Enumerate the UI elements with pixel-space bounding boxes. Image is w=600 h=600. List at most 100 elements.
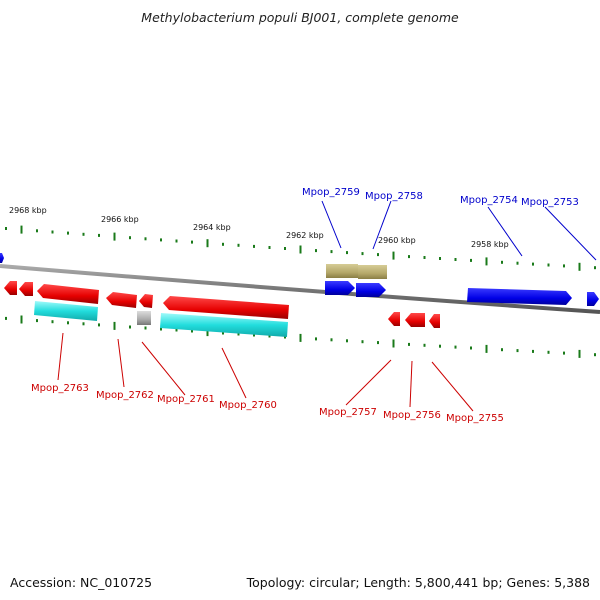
minor-tick <box>144 326 147 330</box>
minor-tick <box>253 244 255 248</box>
minor-tick <box>330 250 333 254</box>
minor-tick <box>377 341 379 345</box>
major-tick <box>299 245 302 254</box>
forward-leader-lines <box>321 200 597 261</box>
scale-label: 2958 kbp <box>471 240 509 249</box>
gene-arrow-forward[interactable] <box>467 288 572 305</box>
gene-label[interactable]: Mpop_2759 <box>302 187 360 198</box>
gene-arrow-reverse[interactable] <box>163 296 289 319</box>
minor-tick <box>346 339 348 343</box>
accession-text: Accession: NC_010725 <box>10 575 153 590</box>
minor-tick <box>439 344 441 348</box>
gene-label[interactable]: Mpop_2755 <box>446 413 504 424</box>
minor-tick <box>237 332 240 336</box>
minor-tick <box>563 351 565 355</box>
minor-tick <box>175 328 178 332</box>
minor-tick <box>315 249 317 253</box>
rna-feature[interactable] <box>326 264 358 278</box>
topology-text: Topology: circular; Length: 5,800,441 bp… <box>246 575 590 590</box>
minor-tick <box>563 264 565 268</box>
major-tick <box>299 333 302 342</box>
major-tick <box>20 315 23 324</box>
major-tick <box>392 251 395 260</box>
minor-tick <box>98 233 100 237</box>
minor-tick <box>501 348 503 352</box>
minor-tick <box>144 237 147 241</box>
gene-label[interactable]: Mpop_2758 <box>365 191 423 202</box>
minor-tick <box>284 247 286 250</box>
reverse-leader-lines <box>57 332 474 412</box>
minor-tick <box>51 230 54 234</box>
major-tick <box>578 349 581 358</box>
gene-arrow-forward[interactable] <box>356 283 386 297</box>
minor-tick <box>547 263 550 267</box>
cds-feature[interactable] <box>160 313 288 337</box>
forward-gene-labels: Mpop_2759 Mpop_2758 Mpop_2754 Mpop_2753 <box>302 187 579 208</box>
rna-feature[interactable] <box>358 265 387 279</box>
minor-tick <box>5 316 7 320</box>
minor-tick <box>191 329 193 333</box>
gene-arrow-reverse[interactable] <box>139 294 153 308</box>
minor-tick <box>315 337 317 341</box>
minor-tick <box>129 236 131 240</box>
gene-arrow-reverse[interactable] <box>4 281 17 295</box>
major-tick <box>392 339 395 348</box>
minor-tick <box>454 258 457 261</box>
minor-tick <box>516 349 519 353</box>
forward-strand-genes <box>0 253 599 306</box>
minor-tick <box>346 251 348 255</box>
minor-tick <box>129 325 131 329</box>
major-tick <box>485 344 488 353</box>
gene-arrow-reverse[interactable] <box>106 292 137 308</box>
scale-label: 2966 kbp <box>101 215 139 224</box>
minor-tick <box>594 353 596 357</box>
minor-tick <box>5 227 7 230</box>
cds-feature[interactable] <box>34 301 98 321</box>
minor-tick <box>439 257 441 260</box>
gene-arrow-reverse[interactable] <box>388 312 400 326</box>
scale-labels: 2968 kbp 2966 kbp 2964 kbp 2962 kbp 2960… <box>9 206 509 249</box>
gene-arrow-forward[interactable] <box>587 292 599 306</box>
minor-tick <box>36 319 38 323</box>
scale-label: 2968 kbp <box>9 206 47 215</box>
minor-tick <box>454 345 457 349</box>
pseudogene-feature[interactable] <box>137 311 151 325</box>
major-tick <box>578 262 581 271</box>
major-tick <box>206 239 209 248</box>
gene-label[interactable]: Mpop_2753 <box>521 197 579 208</box>
gene-label[interactable]: Mpop_2757 <box>319 407 377 418</box>
minor-tick <box>532 262 534 266</box>
minor-tick <box>82 322 85 326</box>
gene-arrow-forward[interactable] <box>0 253 4 263</box>
major-tick <box>206 328 209 337</box>
gene-label[interactable]: Mpop_2763 <box>31 383 89 394</box>
minor-tick <box>532 349 534 353</box>
minor-tick <box>175 239 178 243</box>
gene-label[interactable]: Mpop_2761 <box>157 394 215 405</box>
gene-label[interactable]: Mpop_2762 <box>96 390 154 401</box>
gene-label[interactable]: Mpop_2756 <box>383 410 441 421</box>
minor-tick <box>470 258 472 262</box>
minor-tick <box>284 335 286 339</box>
gene-arrow-reverse[interactable] <box>37 284 99 304</box>
gene-arrow-reverse[interactable] <box>405 313 425 327</box>
minor-tick <box>51 320 54 324</box>
gene-label[interactable]: Mpop_2760 <box>219 400 277 411</box>
gene-arrow-reverse[interactable] <box>19 282 33 296</box>
minor-tick <box>594 266 596 270</box>
map-title: Methylobacterium populi BJ001, complete … <box>141 10 459 25</box>
minor-tick <box>408 255 410 259</box>
reverse-gene-labels: Mpop_2763 Mpop_2762 Mpop_2761 Mpop_2760 … <box>31 383 504 424</box>
minor-tick <box>98 323 100 327</box>
minor-tick <box>82 232 85 236</box>
gene-arrow-forward[interactable] <box>325 281 355 295</box>
gene-arrow-reverse[interactable] <box>429 314 440 328</box>
minor-tick <box>67 321 69 325</box>
minor-tick <box>547 350 550 354</box>
outer-scale-ticks <box>5 225 596 271</box>
scale-label: 2960 kbp <box>378 236 416 245</box>
gene-label[interactable]: Mpop_2754 <box>460 195 518 206</box>
minor-tick <box>470 346 472 350</box>
major-tick <box>113 321 116 330</box>
